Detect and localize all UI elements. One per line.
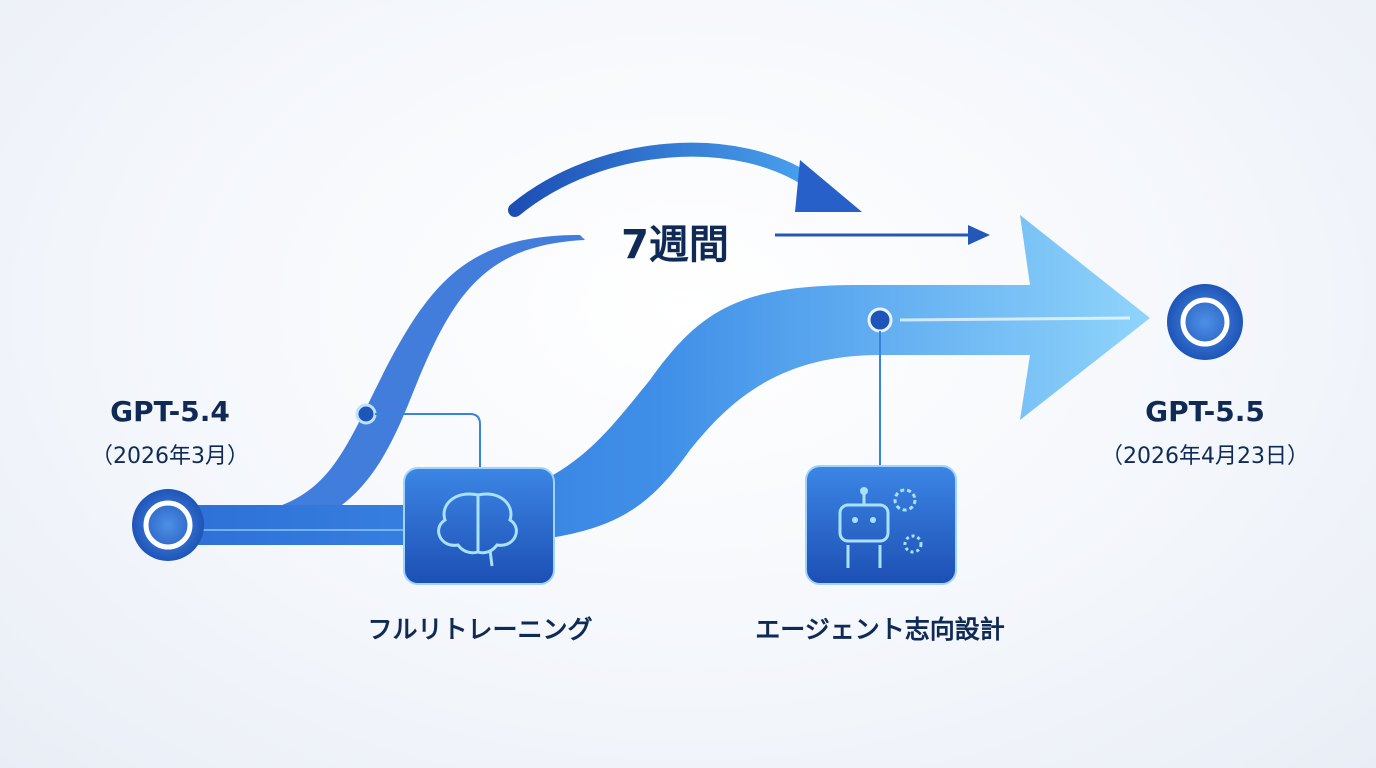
milestone-label-retraining: フルリトレーニング bbox=[367, 615, 593, 644]
start-version: GPT-5.4 bbox=[110, 395, 230, 428]
start-date: （2026年3月） bbox=[91, 444, 249, 469]
ribbon-main bbox=[170, 215, 1150, 545]
brain-icon bbox=[403, 467, 555, 585]
end-version: GPT-5.5 bbox=[1145, 395, 1265, 428]
end-node bbox=[1167, 284, 1243, 360]
start-node bbox=[132, 489, 204, 561]
top-arc-arrowhead bbox=[795, 160, 862, 212]
ribbon-back bbox=[170, 235, 585, 545]
robot-gear-icon bbox=[805, 465, 957, 585]
end-date: （2026年4月23日） bbox=[1101, 444, 1309, 469]
milestone-label-agentic-design: エージェント志向設計 bbox=[755, 615, 1005, 644]
top-arc-arrow bbox=[508, 142, 822, 217]
duration-label: 7週間 bbox=[621, 222, 729, 268]
